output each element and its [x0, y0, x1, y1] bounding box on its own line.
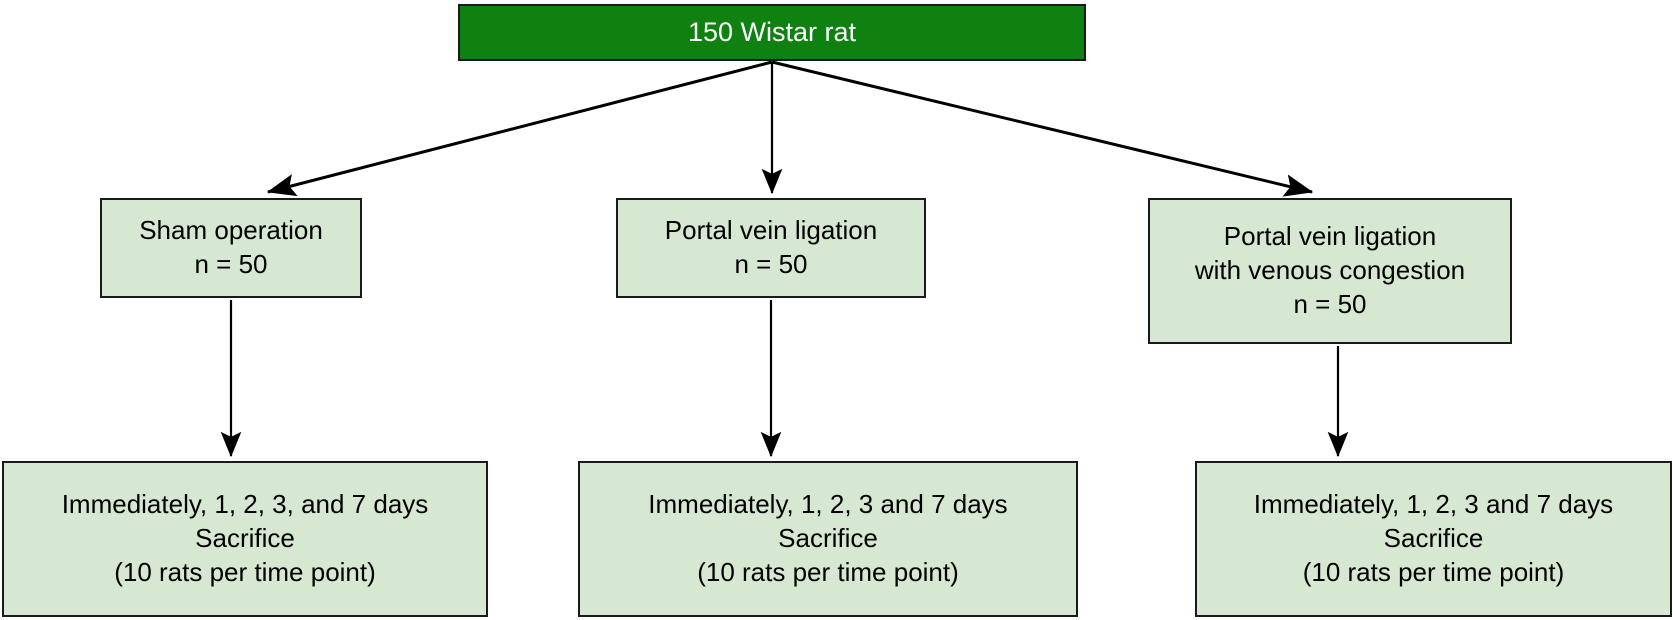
group-sham-line-1: Sham operation [139, 215, 323, 246]
node-sacrifice-portal-vein-ligation-venous-congestion[interactable]: Immediately, 1, 2, 3 and 7 days Sacrific… [1195, 461, 1672, 617]
group-sham-line-2: n = 50 [194, 249, 268, 279]
node-sacrifice-portal-vein-ligation[interactable]: Immediately, 1, 2, 3 and 7 days Sacrific… [578, 461, 1078, 617]
sacrifice-pvlvc-line-3: (10 rats per time point) [1302, 556, 1565, 587]
group-pvlvc-line-2: with venous congestion [1194, 255, 1466, 286]
edge-root-to-pvl-venous-congestion [771, 60, 1314, 197]
node-sacrifice-sham[interactable]: Immediately, 1, 2, 3, and 7 days Sacrifi… [2, 461, 488, 617]
node-group-portal-vein-ligation[interactable]: Portal vein ligation n = 50 [616, 198, 926, 298]
node-root-cohort[interactable]: 150 Wistar rat [458, 4, 1086, 61]
group-pvlvc-line-3: n = 50 [1293, 288, 1367, 319]
sacrifice-pvl-line-3: (10 rats per time point) [697, 556, 959, 587]
root-cohort-label: 150 Wistar rat [687, 16, 857, 47]
sacrifice-sham-line-1: Immediately, 1, 2, 3, and 7 days [61, 489, 429, 520]
sacrifice-sham-line-2: Sacrifice [195, 523, 295, 554]
sacrifice-pvlvc-line-1: Immediately, 1, 2, 3 and 7 days [1253, 489, 1614, 520]
sacrifice-sham-line-3: (10 rats per time point) [114, 556, 376, 587]
group-pvlvc-line-1: Portal vein ligation [1223, 221, 1437, 252]
sacrifice-pvl-line-1: Immediately, 1, 2, 3 and 7 days [648, 489, 1008, 520]
edge-root-to-sham [266, 60, 773, 197]
group-pvl-line-1: Portal vein ligation [664, 215, 878, 246]
sacrifice-pvl-line-2: Sacrifice [778, 523, 878, 554]
sacrifice-pvlvc-line-2: Sacrifice [1383, 523, 1484, 554]
group-pvl-line-2: n = 50 [734, 249, 808, 279]
node-group-sham[interactable]: Sham operation n = 50 [100, 198, 362, 298]
node-group-portal-vein-ligation-venous-congestion[interactable]: Portal vein ligation with venous congest… [1148, 198, 1512, 344]
